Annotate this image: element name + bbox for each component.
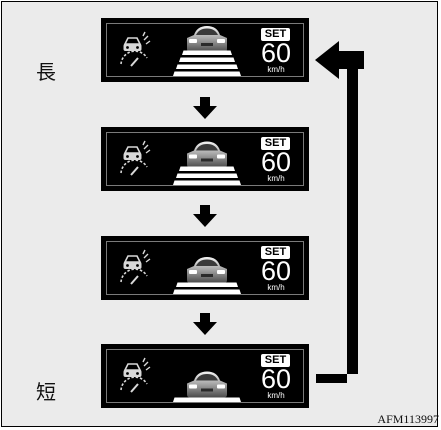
display-screen: SET 60 km/h [106, 349, 304, 403]
vehicle-distance-icon [120, 249, 151, 285]
lead-vehicle-icon [187, 257, 227, 283]
distance-bars [173, 50, 241, 76]
distance-bars [173, 397, 241, 402]
lead-vehicle-icon [187, 371, 227, 398]
lead-vehicle-icon [187, 141, 227, 168]
distance-bars [173, 282, 241, 294]
distance-bar [173, 180, 241, 185]
set-speed-value: 60 [260, 256, 292, 286]
panel-graphic [120, 26, 241, 76]
vehicle-distance-icon [120, 31, 151, 67]
label-long: 長 [36, 60, 56, 84]
distance-bar [173, 71, 241, 76]
panel-graphic [120, 357, 241, 402]
speed-unit: km/h [267, 65, 285, 74]
set-badge: SET [261, 28, 290, 41]
panel-graphic [120, 140, 241, 185]
distance-bar [179, 57, 235, 62]
figure-code: AFM113997 [377, 412, 439, 426]
speed-unit: km/h [267, 391, 285, 400]
distance-bar [173, 289, 241, 294]
distance-bar [173, 397, 241, 402]
display-screen: SET 60 km/h [106, 132, 304, 186]
set-badge: SET [261, 246, 290, 259]
distance-bar [182, 50, 232, 55]
vehicle-distance-icon [120, 140, 151, 176]
label-short: 短 [36, 380, 56, 404]
speed-unit: km/h [267, 283, 285, 292]
distance-bar [176, 173, 238, 178]
distance-bar [176, 64, 238, 69]
display-panel-medium-short: SET 60 km/h [101, 236, 309, 300]
distance-bar [179, 166, 235, 171]
distance-bar [176, 282, 238, 287]
set-speed-value: 60 [260, 38, 292, 68]
set-speed-value: 60 [260, 364, 292, 394]
panel-graphic [120, 249, 241, 294]
set-badge: SET [261, 354, 290, 367]
display-panel-long: SET 60 km/h [101, 18, 309, 82]
display-screen: SET 60 km/h [106, 23, 304, 77]
down-arrow-icon [193, 205, 217, 227]
display-panel-short: SET 60 km/h [101, 344, 309, 408]
distance-bars [173, 166, 241, 185]
down-arrow-icon [193, 313, 217, 335]
lead-vehicle-icon [187, 26, 227, 52]
vehicle-distance-icon [120, 357, 151, 393]
display-screen: SET 60 km/h [106, 241, 304, 295]
display-panel-medium-long: SET 60 km/h [101, 127, 309, 191]
down-arrow-icon [193, 97, 217, 119]
set-speed-value: 60 [260, 147, 292, 177]
set-badge: SET [261, 137, 290, 150]
speed-unit: km/h [267, 174, 285, 183]
